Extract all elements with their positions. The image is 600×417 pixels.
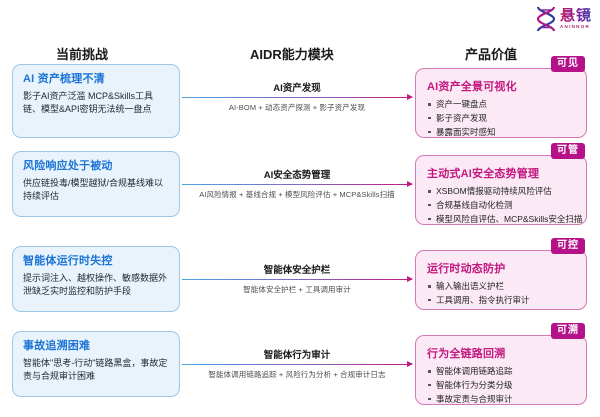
column-header-challenge: 当前挑战 <box>56 47 109 62</box>
status-badge: 可管 <box>551 143 585 159</box>
module-connector: 智能体安全护栏 智能体安全护栏 + 工具调用审计 <box>182 262 413 295</box>
flow-row: 风险响应处于被动 供应链投毒/模型越狱/合规基线难以持续评估 AI安全态势管理 … <box>0 143 600 237</box>
list-item: 智能体行为分类分级 <box>427 379 576 393</box>
list-item: 工具调用、指令执行审计 <box>427 294 576 308</box>
value-list: XSBOM情报驱动持续风险评估 合规基线自动化检测 模型风险自评估、MCP&Sk… <box>427 185 582 227</box>
challenge-title: AI 资产梳理不清 <box>23 73 105 85</box>
list-item: 资产一键盘点 <box>427 98 576 112</box>
value-card[interactable]: AI资产全景可视化 资产一键盘点 影子资产发现 暴露面实时感知 <box>415 68 587 138</box>
list-item: XSBOM情报驱动持续风险评估 <box>427 185 576 199</box>
column-header-value: 产品价值 <box>465 47 518 62</box>
flow-row: 事故追溯困难 智能体"思考-行动"链路黑盒，事故定责与合规审计困难 智能体行为审… <box>0 323 600 417</box>
module-connector: AI安全态势管理 AI风险情报 + 基线合规 + 模型风险评估 + MCP&Sk… <box>182 167 413 200</box>
list-item: 输入输出语义护栏 <box>427 280 576 294</box>
module-subtitle: 智能体安全护栏 + 工具调用审计 <box>243 285 351 294</box>
challenge-card[interactable]: 事故追溯困难 智能体"思考-行动"链路黑盒，事故定责与合规审计困难 <box>12 331 180 397</box>
list-item: 影子资产发现 <box>427 112 576 126</box>
status-badge: 可控 <box>551 238 585 254</box>
module-title: AI安全态势管理 <box>263 170 331 181</box>
challenge-description: 智能体"思考-行动"链路黑盒，事故定责与合规审计困难 <box>23 357 168 381</box>
value-card[interactable]: 运行时动态防护 输入输出语义护栏 工具调用、指令执行审计 <box>415 250 587 310</box>
brand-logo: 悬镜 ANINNOR <box>535 6 592 32</box>
module-subtitle: AI-BOM + 动态资产探测 + 影子资产发现 <box>228 103 366 112</box>
logo-cn-text: 悬镜 <box>559 7 592 25</box>
value-card[interactable]: 主动式AI安全态势管理 XSBOM情报驱动持续风险评估 合规基线自动化检测 模型… <box>415 155 587 225</box>
challenge-title: 智能体运行时失控 <box>23 255 113 267</box>
list-item: 模型风险自评估、MCP&Skills安全扫描 <box>427 213 582 227</box>
list-item: 合规基线自动化检测 <box>427 199 576 213</box>
value-title: 主动式AI安全态势管理 <box>427 168 540 180</box>
value-title: 运行时动态防护 <box>427 263 506 275</box>
challenge-title: 事故追溯困难 <box>23 340 91 352</box>
challenge-title: 风险响应处于被动 <box>23 160 113 172</box>
flow-row: AI 资产梳理不清 影子AI资产泛滥 MCP&Skills工具链、模型&API密… <box>0 56 600 150</box>
status-badge: 可见 <box>551 56 585 72</box>
challenge-description: 提示词注入、越权操作、敏感数据外泄缺乏实时监控和防护手段 <box>23 272 168 296</box>
module-subtitle: 智能体调用链路追踪 + 风险行为分析 + 合规审计日志 <box>208 370 386 379</box>
list-item: 智能体调用链路追踪 <box>427 365 576 379</box>
double-helix-icon <box>536 6 556 32</box>
module-connector: AI资产发现 AI-BOM + 动态资产探测 + 影子资产发现 <box>182 80 413 113</box>
module-title: 智能体安全护栏 <box>263 265 331 276</box>
arrow-right-icon <box>182 181 413 187</box>
value-list: 智能体调用链路追踪 智能体行为分类分级 事故定责与合规审计 <box>427 365 576 406</box>
challenge-card[interactable]: 风险响应处于被动 供应链投毒/模型越狱/合规基线难以持续评估 <box>12 151 180 217</box>
challenge-card[interactable]: 智能体运行时失控 提示词注入、越权操作、敏感数据外泄缺乏实时监控和防护手段 <box>12 246 180 312</box>
arrow-right-icon <box>182 361 413 367</box>
challenge-description: 影子AI资产泛滥 MCP&Skills工具链、模型&API密钥无法统一盘点 <box>23 90 154 114</box>
value-title: AI资产全景可视化 <box>427 81 517 93</box>
value-title: 行为全链路回溯 <box>427 348 506 360</box>
module-connector: 智能体行为审计 智能体调用链路追踪 + 风险行为分析 + 合规审计日志 <box>182 347 413 380</box>
column-header-module: AIDR能力模块 <box>250 47 334 62</box>
challenge-card[interactable]: AI 资产梳理不清 影子AI资产泛滥 MCP&Skills工具链、模型&API密… <box>12 64 180 138</box>
value-list: 输入输出语义护栏 工具调用、指令执行审计 <box>427 280 576 308</box>
flow-row: 智能体运行时失控 提示词注入、越权操作、敏感数据外泄缺乏实时监控和防护手段 智能… <box>0 238 600 332</box>
list-item: 事故定责与合规审计 <box>427 393 576 407</box>
logo-en-text: ANINNOR <box>559 24 591 30</box>
value-card[interactable]: 行为全链路回溯 智能体调用链路追踪 智能体行为分类分级 事故定责与合规审计 <box>415 335 587 405</box>
arrow-right-icon <box>182 94 413 100</box>
arrow-right-icon <box>182 276 413 282</box>
module-title: AI资产发现 <box>273 83 321 94</box>
list-item: 暴露面实时感知 <box>427 126 576 140</box>
value-list: 资产一键盘点 影子资产发现 暴露面实时感知 <box>427 98 576 139</box>
module-title: 智能体行为审计 <box>263 350 331 361</box>
module-subtitle: AI风险情报 + 基线合规 + 模型风险评估 + MCP&Skills扫描 <box>199 190 395 199</box>
challenge-description: 供应链投毒/模型越狱/合规基线难以持续评估 <box>23 177 164 201</box>
status-badge: 可溯 <box>551 323 585 339</box>
logo-wordmark: 悬镜 ANINNOR <box>560 8 592 30</box>
